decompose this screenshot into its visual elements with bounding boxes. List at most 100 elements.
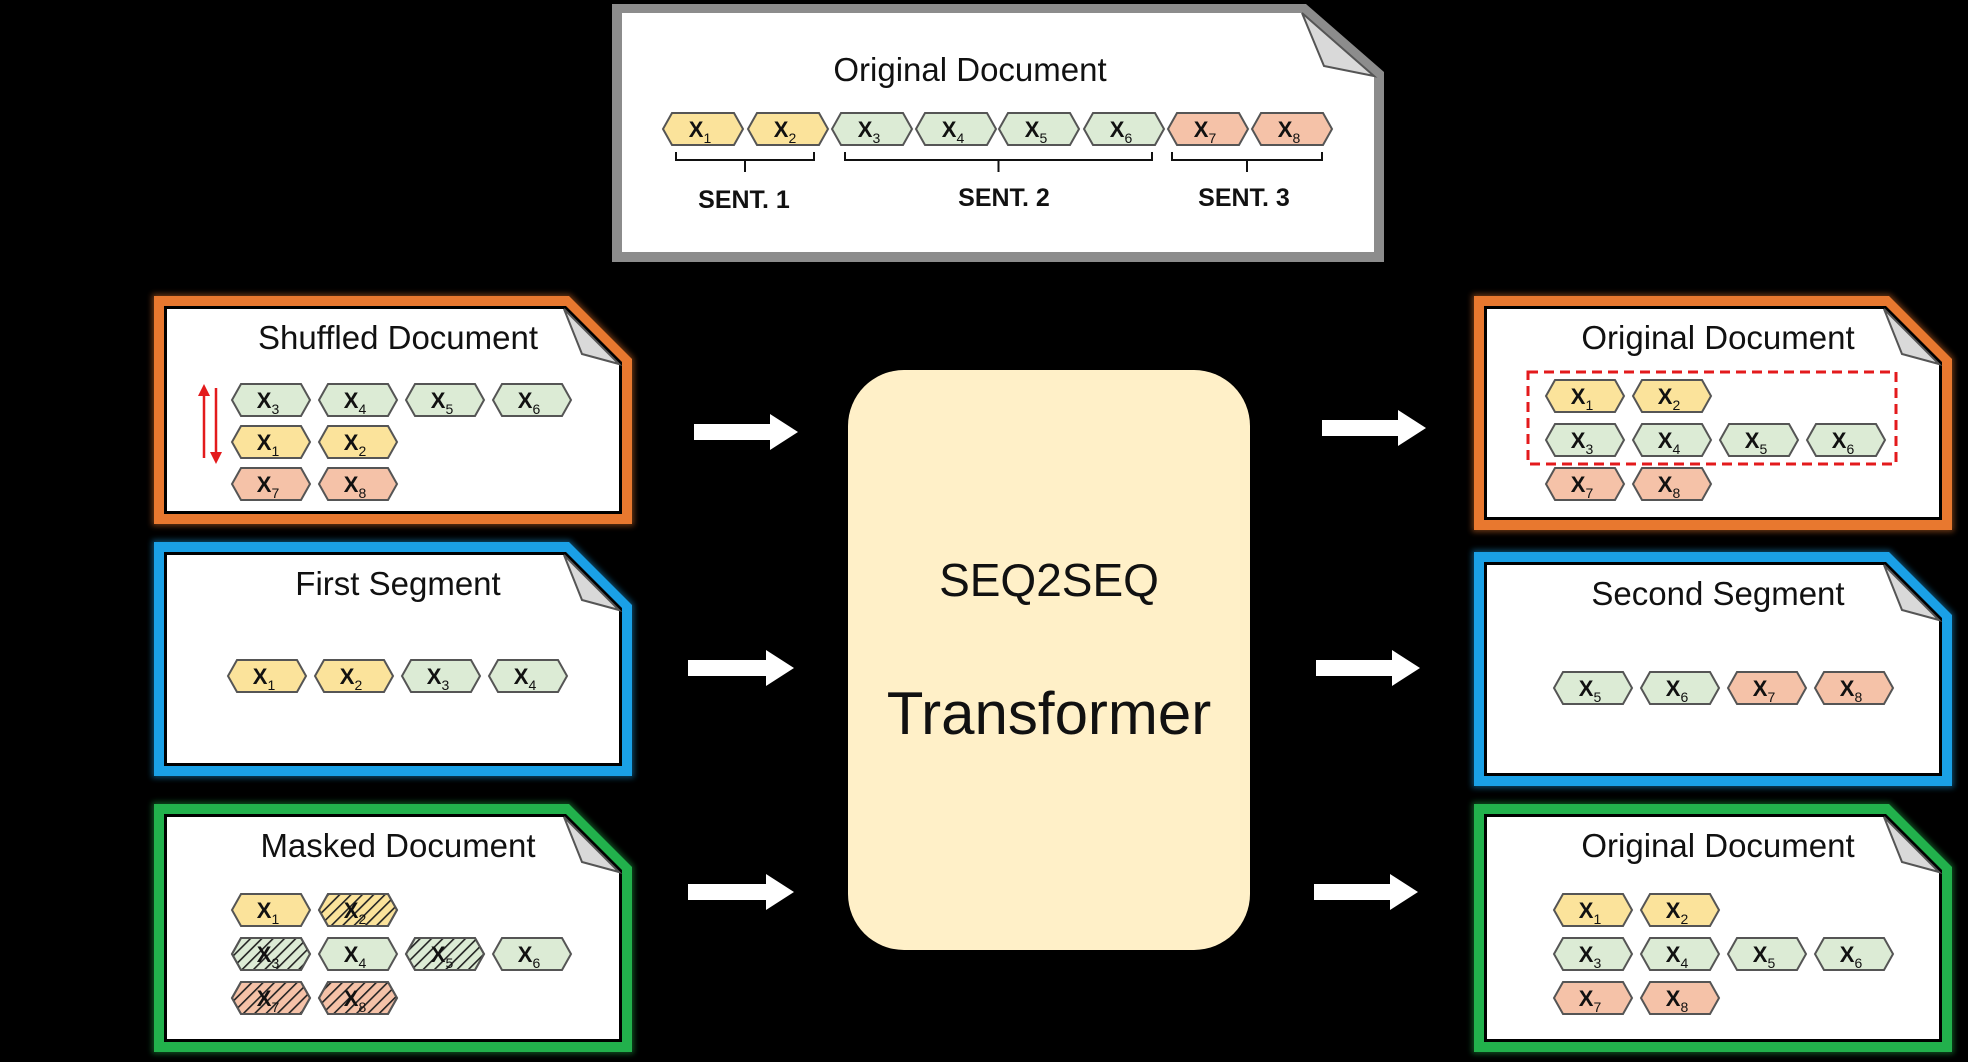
token-x5: X5 bbox=[1718, 423, 1800, 457]
card-title: Second Segment bbox=[1591, 575, 1844, 612]
token-x7: X7 bbox=[1552, 981, 1634, 1015]
mask-hatch bbox=[404, 937, 486, 971]
token-shape bbox=[1726, 937, 1808, 971]
mask-hatch bbox=[317, 981, 399, 1015]
token-shape bbox=[1552, 893, 1634, 927]
token-x1: X1 bbox=[1552, 893, 1634, 927]
token-x6: X6 bbox=[491, 383, 573, 417]
page-fold-icon bbox=[1883, 816, 1943, 874]
token-x4: X4 bbox=[914, 112, 998, 146]
token-x1: X1 bbox=[226, 659, 308, 693]
token-x2: X2 bbox=[313, 659, 395, 693]
token-x7: X7 bbox=[1166, 112, 1250, 146]
arrow-input-1 bbox=[694, 414, 798, 450]
token-x2: X2 bbox=[1639, 893, 1721, 927]
token-shape bbox=[230, 383, 312, 417]
token-x3: X3 bbox=[400, 659, 482, 693]
sentence-label-3: SENT. 3 bbox=[1198, 184, 1290, 212]
token-shape bbox=[1552, 937, 1634, 971]
arrow-output-3 bbox=[1314, 874, 1418, 910]
token-shape bbox=[1726, 671, 1808, 705]
seq2seq-transformer-block: SEQ2SEQ Transformer bbox=[848, 370, 1250, 950]
token-x3: X3 bbox=[230, 937, 312, 971]
token-x5: X5 bbox=[1552, 671, 1634, 705]
token-shape bbox=[230, 425, 312, 459]
arrow-input-2 bbox=[688, 650, 794, 686]
mask-hatch bbox=[230, 981, 312, 1015]
core-box bbox=[848, 370, 1250, 950]
token-x7: X7 bbox=[1544, 467, 1626, 501]
card-title: Shuffled Document bbox=[258, 319, 538, 356]
token-x1: X1 bbox=[1544, 379, 1626, 413]
arrow-output-1 bbox=[1322, 410, 1426, 446]
sentence-brace-3 bbox=[1171, 152, 1323, 172]
token-shape bbox=[914, 112, 998, 146]
token-shape bbox=[1639, 937, 1721, 971]
sentence-label-2: SENT. 2 bbox=[958, 184, 1050, 212]
token-shape bbox=[313, 659, 395, 693]
token-x6: X6 bbox=[1082, 112, 1166, 146]
shuffle-arrows-icon bbox=[198, 384, 222, 464]
flow-arrows bbox=[688, 410, 1426, 910]
token-x1: X1 bbox=[661, 112, 745, 146]
token-x8: X8 bbox=[1639, 981, 1721, 1015]
token-shape bbox=[404, 383, 486, 417]
mask-hatch bbox=[317, 893, 399, 927]
token-x6: X6 bbox=[1639, 671, 1721, 705]
token-shape bbox=[997, 112, 1081, 146]
token-shape bbox=[1544, 379, 1626, 413]
token-shape bbox=[317, 937, 399, 971]
mask-hatch bbox=[230, 937, 312, 971]
token-x5: X5 bbox=[404, 383, 486, 417]
token-shape bbox=[317, 383, 399, 417]
token-x4: X4 bbox=[317, 937, 399, 971]
token-shape bbox=[317, 425, 399, 459]
token-x7: X7 bbox=[1726, 671, 1808, 705]
sentence-brace-2 bbox=[844, 152, 1153, 172]
token-shape bbox=[1639, 893, 1721, 927]
token-shape bbox=[1813, 937, 1895, 971]
sentence-label-1: SENT. 1 bbox=[698, 186, 790, 214]
token-shape bbox=[1631, 423, 1713, 457]
token-x4: X4 bbox=[1639, 937, 1721, 971]
token-x3: X3 bbox=[1552, 937, 1634, 971]
page-fold-icon bbox=[563, 554, 623, 612]
token-shape bbox=[491, 937, 573, 971]
token-shape bbox=[1544, 467, 1626, 501]
token-x5: X5 bbox=[404, 937, 486, 971]
token-x3: X3 bbox=[1544, 423, 1626, 457]
core-subtitle: Transformer bbox=[887, 680, 1212, 747]
token-x8: X8 bbox=[1250, 112, 1334, 146]
token-x3: X3 bbox=[230, 383, 312, 417]
token-x6: X6 bbox=[1805, 423, 1887, 457]
token-x4: X4 bbox=[317, 383, 399, 417]
token-x5: X5 bbox=[1726, 937, 1808, 971]
token-shape bbox=[491, 383, 573, 417]
card-title: Original Document bbox=[1581, 827, 1854, 864]
token-shape bbox=[230, 893, 312, 927]
token-shape bbox=[830, 112, 914, 146]
token-shape bbox=[1552, 671, 1634, 705]
token-shape bbox=[1250, 112, 1334, 146]
token-shape bbox=[1718, 423, 1800, 457]
token-x3: X3 bbox=[830, 112, 914, 146]
token-shape bbox=[1166, 112, 1250, 146]
token-shape bbox=[1082, 112, 1166, 146]
sentence-brace-1 bbox=[675, 152, 815, 172]
source-document-page bbox=[622, 13, 1374, 252]
sentence-braces bbox=[675, 152, 1323, 172]
token-shape bbox=[230, 467, 312, 501]
token-x1: X1 bbox=[230, 425, 312, 459]
card-page bbox=[167, 309, 619, 511]
